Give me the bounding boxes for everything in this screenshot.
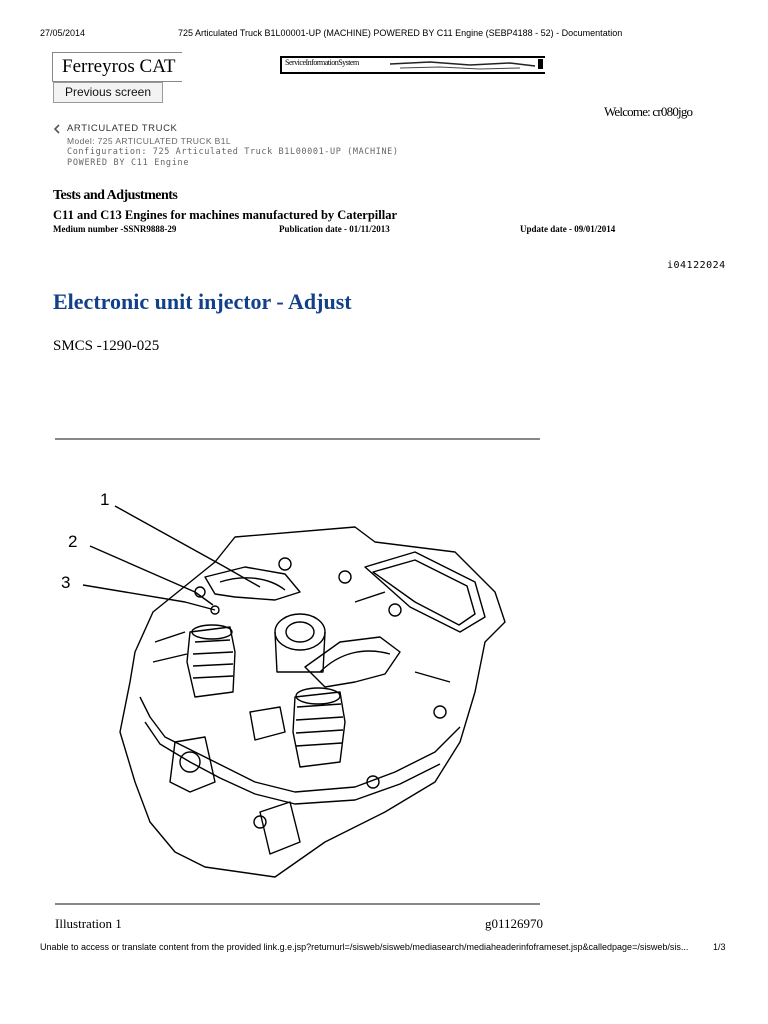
print-title: 725 Articulated Truck B1L00001-UP (MACHI…: [178, 28, 623, 38]
divider-bottom: [55, 903, 540, 905]
medium-number: Medium number -SSNR9888-29: [53, 224, 177, 234]
sis-banner-image: [280, 56, 545, 74]
callout-3: 3: [61, 573, 71, 592]
update-date: Update date - 09/01/2014: [520, 224, 616, 234]
illustration-caption: Illustration 1: [55, 916, 122, 931]
previous-screen-button[interactable]: Previous screen: [53, 82, 163, 103]
page-heading: Electronic unit injector - Adjust: [53, 289, 352, 314]
divider-top: [55, 438, 540, 440]
section-title: Tests and Adjustments: [53, 188, 178, 203]
breadcrumb-title[interactable]: ARTICULATED TRUCK: [67, 123, 178, 134]
print-footer-note: Unable to access or translate content fr…: [40, 942, 689, 952]
engine-injector-illustration: [82, 505, 506, 878]
illustration-graphic-id: g01126970: [485, 916, 544, 931]
page-number: 1/3: [713, 942, 726, 952]
welcome-user: Welcome: cr080jgo: [604, 104, 693, 119]
smcs-code: SMCS -1290-025: [53, 338, 160, 354]
engine-title: C11 and C13 Engines for machines manufac…: [53, 208, 398, 222]
breadcrumb-powered: POWERED BY C11 Engine: [67, 158, 190, 168]
sis-banner-label: ServiceInformationSystem: [283, 58, 361, 67]
breadcrumb-model: Model: 725 ARTICULATED TRUCK B1L: [67, 136, 231, 146]
callout-2: 2: [68, 532, 78, 551]
chevron-left-icon[interactable]: [53, 124, 61, 134]
document-id: i04122024: [667, 260, 726, 271]
callout-1: 1: [100, 490, 110, 509]
print-date: 27/05/2014: [40, 28, 86, 38]
brand-logo: Ferreyros CAT: [52, 52, 182, 82]
publication-date: Publication date - 01/11/2013: [279, 224, 390, 234]
breadcrumb-configuration: Configuration: 725 Articulated Truck B1L…: [67, 147, 399, 157]
